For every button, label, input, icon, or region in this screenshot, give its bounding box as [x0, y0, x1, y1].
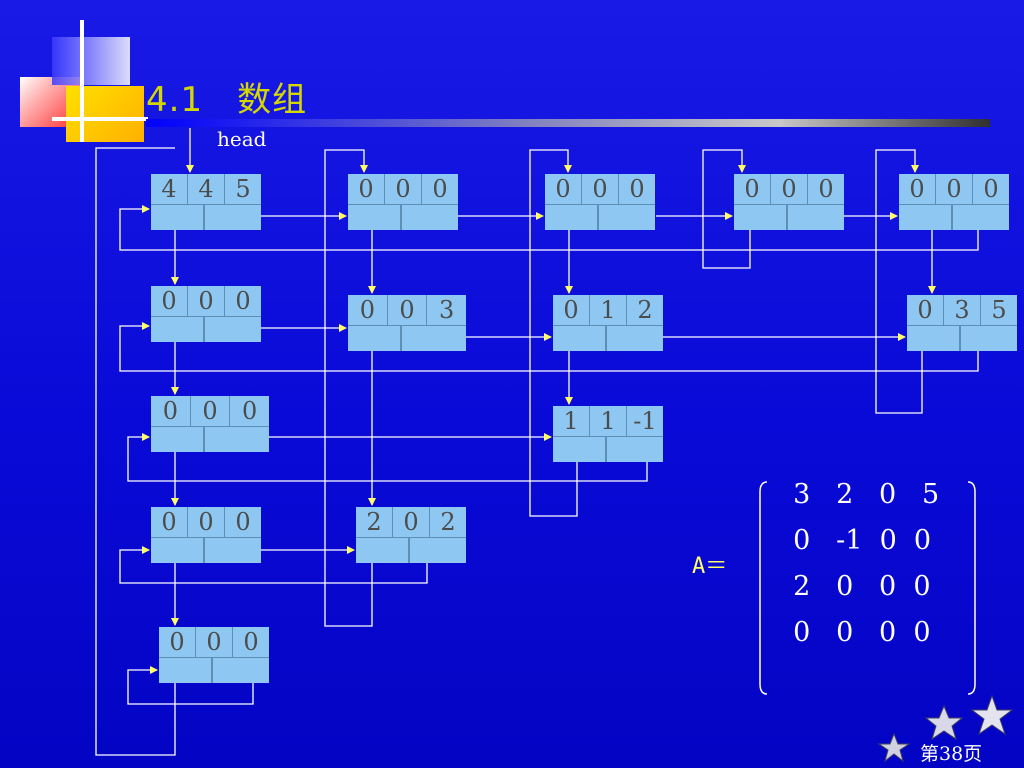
node-field: 0	[196, 627, 233, 657]
node-field: 0	[151, 396, 191, 426]
node-field: 0	[188, 286, 225, 316]
head-label: head	[217, 127, 267, 151]
logo-white-horizontal-line	[52, 117, 148, 121]
logo-white-vertical-line	[80, 20, 84, 142]
node-field: 0	[553, 295, 590, 325]
node-field: 5	[991, 296, 1007, 324]
page-number: 第38页	[920, 743, 983, 765]
star-decoration-icon	[877, 694, 1014, 763]
node-field: 0	[936, 174, 973, 204]
node-field: 0	[191, 396, 231, 426]
return-col4	[875, 149, 923, 414]
return-col3	[702, 149, 751, 269]
matrix-label: A＝	[692, 554, 728, 579]
node-field: 0	[188, 507, 225, 537]
return-col2	[529, 149, 578, 517]
node-field: 3	[439, 296, 455, 324]
node-field: 1	[590, 406, 627, 436]
return-row3	[119, 546, 428, 584]
node-field: 1	[590, 295, 627, 325]
node-field: 0	[907, 295, 944, 325]
node-field: 0	[771, 174, 808, 204]
node-field: 4	[188, 174, 225, 204]
node-field: 0	[242, 397, 258, 425]
node-field: 0	[393, 507, 430, 537]
node-field: 0	[629, 175, 645, 203]
node-field: 1	[553, 406, 590, 436]
head-self-loop	[95, 147, 176, 756]
section-number: 4.1	[146, 80, 204, 120]
node-field: 0	[734, 174, 771, 204]
node-field: 0	[899, 174, 936, 204]
node-field: 0	[243, 628, 259, 656]
node-field: 0	[151, 507, 188, 537]
node-field: 0	[235, 287, 251, 315]
logo-blue-block	[52, 37, 130, 85]
node-field: 0	[545, 174, 582, 204]
node-field: 5	[235, 175, 251, 203]
node-field: 0	[818, 175, 834, 203]
return-header-row	[119, 205, 979, 251]
return-row2	[127, 433, 648, 482]
section-title: 数组	[237, 80, 308, 120]
return-row4	[127, 666, 254, 705]
node-field: 3	[944, 295, 981, 325]
node-field: 0	[151, 286, 188, 316]
return-col1	[324, 149, 373, 627]
node-field: 0	[432, 175, 448, 203]
node-field: 0	[983, 175, 999, 203]
node-field: 2	[440, 508, 456, 536]
node-field: 0	[348, 174, 385, 204]
node-field: 0	[348, 295, 388, 325]
node-field: 0	[582, 174, 619, 204]
logo-yellow-block	[66, 86, 144, 142]
node-field: 0	[385, 174, 422, 204]
node-field: 4	[151, 174, 188, 204]
node-field: 0	[388, 295, 428, 325]
node-field: -1	[633, 407, 657, 435]
node-field: 2	[637, 296, 653, 324]
node-field: 0	[235, 508, 251, 536]
node-field: 2	[356, 507, 393, 537]
slide-title: 4.1 数组	[146, 72, 307, 121]
node-field: 0	[159, 627, 196, 657]
matrix-values: 3 2 0 5 0 -1 0 0 2 0 0 0 0 0 0 0	[793, 479, 940, 648]
return-row1	[119, 322, 979, 372]
title-underline	[146, 119, 990, 127]
